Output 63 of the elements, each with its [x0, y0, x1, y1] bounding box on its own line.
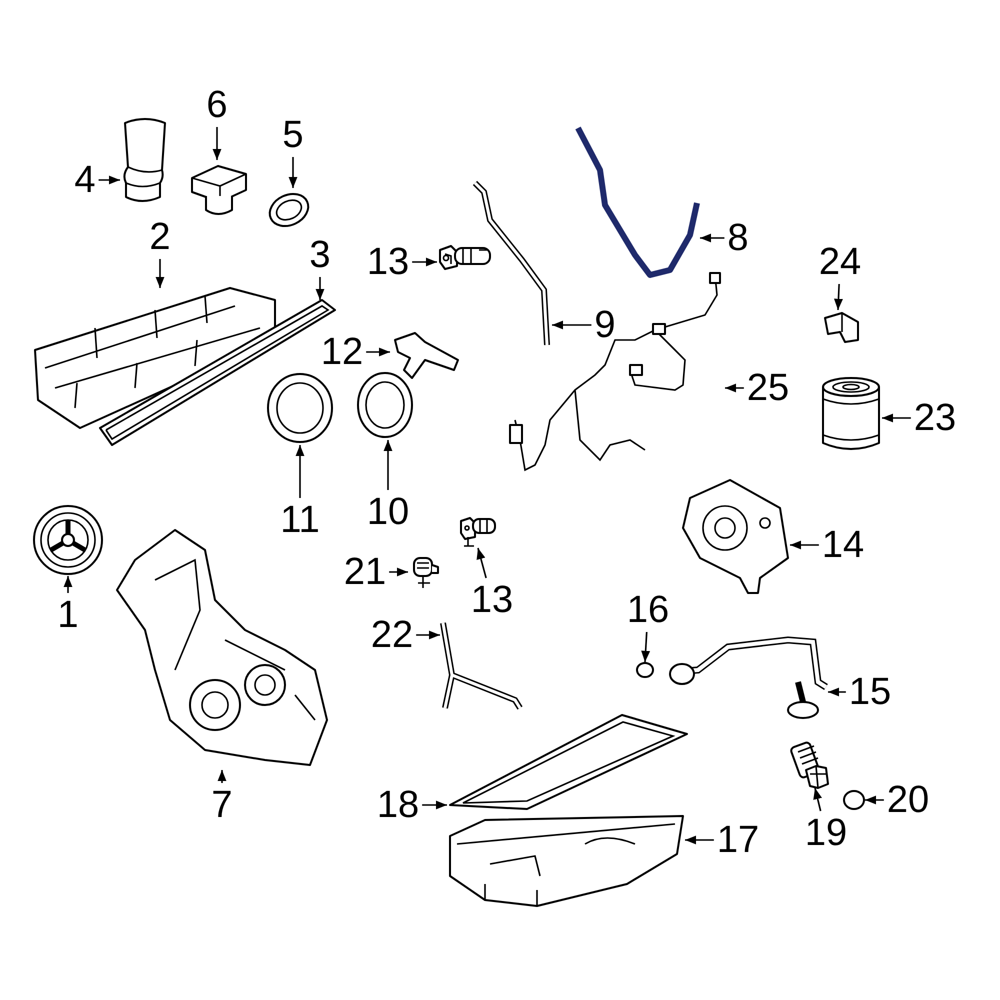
leader-arrow: [422, 800, 447, 810]
callout-number: 4: [74, 161, 96, 199]
callout-number: 20: [886, 781, 930, 819]
callout-number: 16: [626, 591, 670, 629]
callout-number: 2: [149, 218, 171, 256]
leader-arrow: [296, 445, 304, 498]
valve-cover-drawing: [35, 288, 275, 428]
leader-arrow: [366, 348, 390, 356]
callout-number: 25: [746, 369, 790, 407]
callout-number: 6: [206, 86, 228, 124]
leader-arrow: [725, 384, 744, 392]
callout-number: 15: [848, 673, 892, 711]
callout-number: 19: [804, 814, 848, 852]
plug-drawing: [636, 662, 654, 678]
leader-arrow: [316, 277, 324, 300]
leader-arrow: [700, 234, 724, 242]
leader-arrow: [865, 796, 884, 804]
leader-arrow: [389, 568, 408, 576]
callout-number: 21: [344, 553, 386, 591]
callout-number: 13: [470, 581, 514, 619]
leader-arrow: [212, 127, 222, 160]
leader-arrow: [288, 157, 298, 188]
callout-number: 1: [57, 596, 79, 634]
leader-arrow: [790, 540, 819, 550]
callout-number: 22: [370, 616, 414, 654]
callout-number: 18: [376, 786, 420, 824]
callout-number: 24: [818, 243, 862, 281]
leader-arrow: [384, 440, 392, 490]
callout-number: 23: [914, 399, 956, 437]
callout-number: 13: [366, 243, 410, 281]
leader-arrow: [641, 632, 650, 662]
callout-number: 8: [727, 219, 749, 257]
leader-arrow: [156, 259, 164, 288]
pulley-drawing: [33, 505, 103, 575]
leader-arrow: [834, 284, 843, 310]
leader-arrow: [685, 836, 714, 844]
leader-arrow: [552, 320, 592, 330]
oil-filter-drawing: [820, 375, 882, 453]
callout-number: 5: [282, 116, 304, 154]
oil-pump-drawing: [680, 478, 790, 595]
leader-arrow: [476, 548, 487, 578]
callout-number: 7: [211, 786, 233, 824]
leader-arrow: [828, 688, 846, 696]
callout-number: 10: [366, 493, 410, 531]
leader-arrow: [813, 788, 822, 812]
callout-number: 12: [320, 333, 364, 371]
o-ring-drawing: [843, 790, 865, 810]
seal-drawing: [265, 372, 335, 445]
callout-number: 3: [309, 236, 331, 274]
leader-arrow: [882, 414, 911, 422]
leader-arrow: [64, 576, 72, 593]
callout-number: 17: [716, 821, 760, 859]
seal-drawing: [355, 370, 415, 440]
tube-drawing: [440, 620, 525, 710]
callout-number: 11: [280, 501, 320, 539]
sensor-drawing: [458, 515, 498, 548]
leader-arrow: [218, 770, 226, 783]
leader-arrow: [416, 630, 440, 640]
callout-number: 9: [594, 306, 616, 344]
callout-number: 14: [822, 526, 864, 564]
sensor-drawing: [437, 242, 492, 272]
leader-arrow: [412, 258, 437, 266]
leader-arrow: [98, 176, 120, 184]
